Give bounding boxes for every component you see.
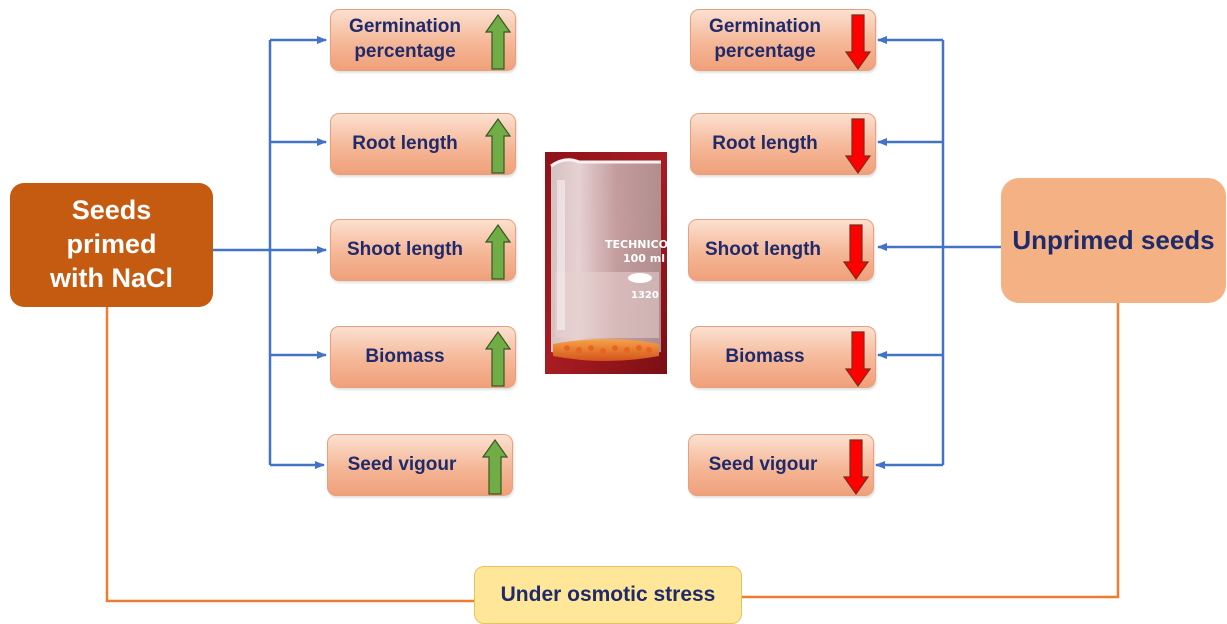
decrease-arrow-icon: [845, 14, 871, 70]
beaker-code-text: 1320: [631, 290, 659, 301]
unprimed-seeds-box: Unprimed seeds: [1001, 178, 1226, 303]
effect-label: Biomass: [331, 327, 479, 387]
decrease-arrow-icon: [845, 331, 871, 387]
decrease-arrow-icon: [845, 118, 871, 174]
effect-label: Shoot length: [689, 220, 837, 280]
increase-arrow-icon: [482, 439, 508, 495]
increase-arrow-icon: [485, 224, 511, 280]
effect-label: Seed vigour: [689, 435, 837, 495]
effect-label: Root length: [691, 114, 839, 174]
unprimed-effect-germination: Germination percentage: [690, 9, 876, 71]
primed-seeds-box: Seeds primed with NaCl: [10, 183, 213, 307]
beaker-photo: TECHNICO 100 ml 1320: [545, 152, 667, 374]
primed-effect-root-length: Root length: [330, 113, 516, 175]
effect-label: Germination percentage: [331, 10, 479, 70]
primed-seeds-label: Seeds primed with NaCl: [37, 194, 187, 295]
primed-effect-biomass: Biomass: [330, 326, 516, 388]
effect-label: Biomass: [691, 327, 839, 387]
beaker-illustration: TECHNICO 100 ml 1320: [545, 152, 667, 374]
primed-effect-germination: Germination percentage: [330, 9, 516, 71]
unprimed-effect-biomass: Biomass: [690, 326, 876, 388]
beaker-volume-text: 100 ml: [623, 252, 665, 265]
primed-effect-seed-vigour: Seed vigour: [327, 434, 513, 496]
primed-effect-shoot-length: Shoot length: [330, 219, 516, 281]
osmotic-stress-box: Under osmotic stress: [474, 566, 742, 624]
unprimed-effect-root-length: Root length: [690, 113, 876, 175]
increase-arrow-icon: [485, 14, 511, 70]
effect-label: Shoot length: [331, 220, 479, 280]
unprimed-effect-shoot-length: Shoot length: [688, 219, 874, 281]
beaker-brand-text: TECHNICO: [605, 238, 667, 251]
osmotic-stress-label: Under osmotic stress: [501, 583, 716, 607]
effect-label: Seed vigour: [328, 435, 476, 495]
increase-arrow-icon: [485, 118, 511, 174]
effect-label: Root length: [331, 114, 479, 174]
beaker-label-oval: [628, 273, 652, 283]
increase-arrow-icon: [485, 331, 511, 387]
effect-label: Germination percentage: [691, 10, 839, 70]
unprimed-effect-seed-vigour: Seed vigour: [688, 434, 874, 496]
decrease-arrow-icon: [843, 224, 869, 280]
decrease-arrow-icon: [843, 439, 869, 495]
unprimed-seeds-label: Unprimed seeds: [1012, 225, 1214, 256]
